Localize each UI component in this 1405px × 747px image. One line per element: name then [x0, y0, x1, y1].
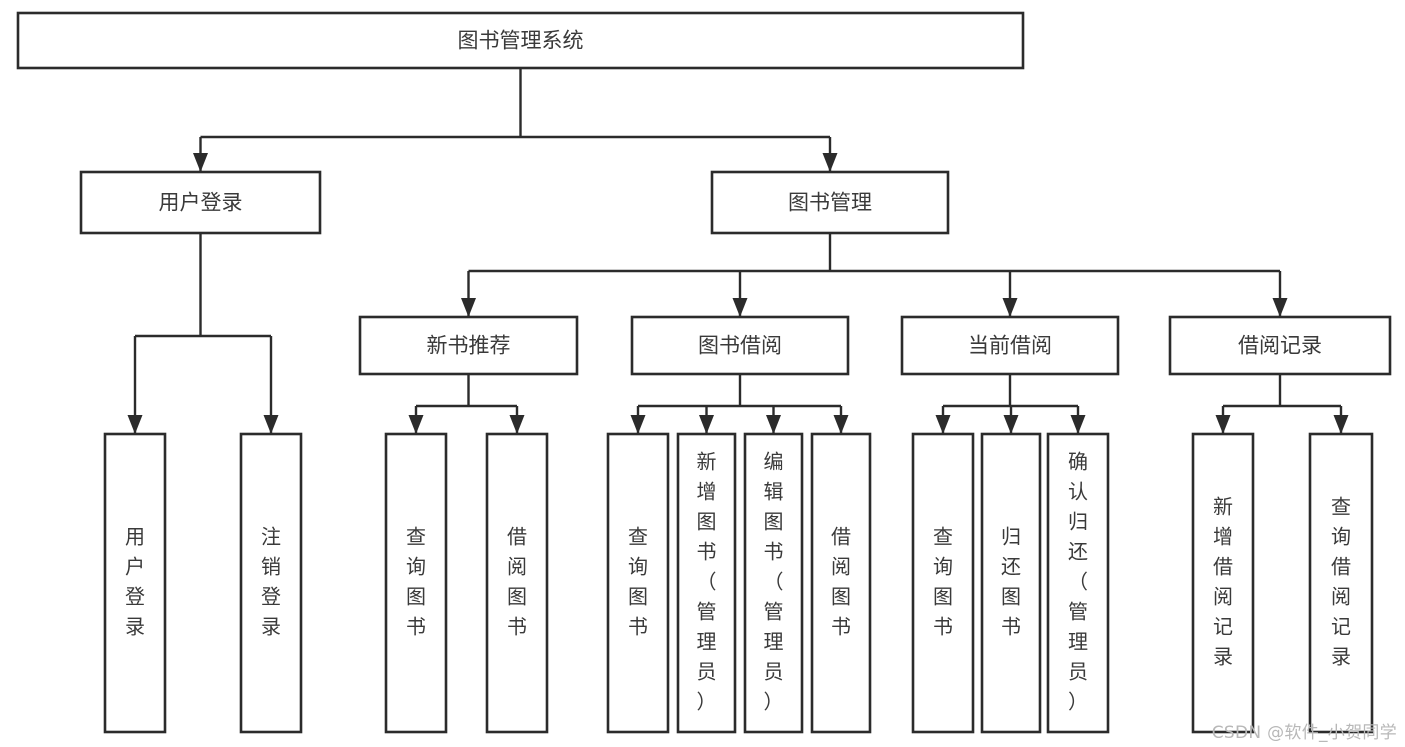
arrow-head-icon — [263, 415, 279, 434]
node-box-leaf-return-book[interactable] — [980, 432, 1042, 734]
arrow-head-icon — [1003, 415, 1019, 434]
node-current-borrow[interactable]: 当前借阅 — [900, 315, 1120, 376]
node-user-login[interactable]: 用户登录 — [79, 170, 322, 235]
node-box-leaf-query-book-3[interactable] — [911, 432, 975, 734]
node-box-leaf-confirm-return[interactable] — [1046, 432, 1110, 734]
node-leaf-query-book-3[interactable]: 查询图书 — [911, 432, 975, 734]
connector-current-borrow — [935, 374, 1086, 434]
node-label-leaf-query-book-1: 查询图书 — [406, 525, 426, 639]
node-label-leaf-user-logout: 注销登录 — [261, 525, 281, 639]
node-label-root: 图书管理系统 — [458, 29, 584, 53]
node-leaf-query-record[interactable]: 查询借阅记录 — [1308, 432, 1374, 734]
node-label-leaf-borrow-book-2: 借阅图书 — [831, 525, 851, 639]
arrow-head-icon — [127, 415, 143, 434]
node-label-book-borrow: 图书借阅 — [698, 334, 782, 358]
node-leaf-user-logout[interactable]: 注销登录 — [239, 432, 303, 734]
node-label-leaf-query-book-3: 查询图书 — [933, 525, 953, 639]
node-label-leaf-user-login: 用户登录 — [125, 525, 145, 639]
node-borrow-record[interactable]: 借阅记录 — [1168, 315, 1392, 376]
arrow-head-icon — [833, 415, 849, 434]
connector-user-login — [127, 233, 279, 434]
node-leaf-query-book-1[interactable]: 查询图书 — [384, 432, 448, 734]
node-leaf-return-book[interactable]: 归还图书 — [980, 432, 1042, 734]
node-box-current-borrow[interactable] — [900, 315, 1120, 376]
arrow-head-icon — [1272, 298, 1288, 317]
node-box-leaf-borrow-book-1[interactable] — [485, 432, 549, 734]
node-box-book-borrow[interactable] — [630, 315, 850, 376]
node-label-leaf-confirm-return: 确认归还（管理员） — [1068, 450, 1088, 714]
node-box-leaf-query-book-2[interactable] — [606, 432, 670, 734]
arrow-head-icon — [630, 415, 646, 434]
arrow-head-icon — [408, 415, 424, 434]
node-new-book-rec[interactable]: 新书推荐 — [358, 315, 579, 376]
node-leaf-user-login[interactable]: 用户登录 — [103, 432, 167, 734]
node-leaf-add-book[interactable]: 新增图书（管理员） — [676, 432, 737, 734]
node-box-leaf-borrow-book-2[interactable] — [810, 432, 872, 734]
node-label-user-login: 用户登录 — [159, 191, 243, 215]
node-leaf-confirm-return[interactable]: 确认归还（管理员） — [1046, 432, 1110, 734]
node-box-leaf-query-book-1[interactable] — [384, 432, 448, 734]
arrow-head-icon — [822, 153, 838, 172]
node-box-root[interactable] — [16, 11, 1025, 70]
arrow-head-icon — [461, 298, 476, 317]
arrow-head-icon — [1333, 415, 1349, 434]
arrow-head-icon — [1002, 298, 1018, 317]
connector-book-manage — [461, 233, 1288, 317]
node-box-leaf-add-record[interactable] — [1191, 432, 1255, 734]
arrow-head-icon — [766, 415, 781, 434]
connector-layer — [127, 68, 1349, 434]
node-box-leaf-user-login[interactable] — [103, 432, 167, 734]
node-label-leaf-borrow-book-1: 借阅图书 — [507, 525, 527, 639]
arrow-head-icon — [732, 298, 748, 317]
node-label-new-book-rec: 新书推荐 — [427, 334, 511, 358]
node-leaf-borrow-book-2[interactable]: 借阅图书 — [810, 432, 872, 734]
node-box-new-book-rec[interactable] — [358, 315, 579, 376]
node-label-leaf-edit-book: 编辑图书（管理员） — [764, 450, 784, 714]
arrow-head-icon — [193, 153, 208, 172]
node-book-manage[interactable]: 图书管理 — [710, 170, 950, 235]
node-label-leaf-add-record: 新增借阅记录 — [1213, 495, 1233, 669]
node-leaf-add-record[interactable]: 新增借阅记录 — [1191, 432, 1255, 734]
node-box-leaf-edit-book[interactable] — [743, 432, 804, 734]
connector-root — [193, 68, 838, 172]
node-layer: 图书管理系统用户登录图书管理新书推荐图书借阅当前借阅借阅记录用户登录注销登录查询… — [16, 11, 1392, 734]
connector-book-borrow — [630, 374, 849, 434]
arrow-head-icon — [699, 415, 714, 434]
connector-new-book-rec — [408, 374, 525, 434]
node-root[interactable]: 图书管理系统 — [16, 11, 1025, 70]
node-label-book-manage: 图书管理 — [788, 191, 872, 215]
node-leaf-query-book-2[interactable]: 查询图书 — [606, 432, 670, 734]
arrow-head-icon — [509, 415, 525, 434]
node-leaf-borrow-book-1[interactable]: 借阅图书 — [485, 432, 549, 734]
node-box-leaf-query-record[interactable] — [1308, 432, 1374, 734]
watermark-text: CSDN @软件_小贺同学 — [1211, 723, 1397, 743]
node-label-leaf-query-book-2: 查询图书 — [628, 525, 648, 639]
node-leaf-edit-book[interactable]: 编辑图书（管理员） — [743, 432, 804, 734]
connector-borrow-record — [1215, 374, 1349, 434]
node-label-leaf-add-book: 新增图书（管理员） — [697, 450, 717, 714]
node-box-borrow-record[interactable] — [1168, 315, 1392, 376]
node-book-borrow[interactable]: 图书借阅 — [630, 315, 850, 376]
node-label-current-borrow: 当前借阅 — [968, 334, 1052, 358]
node-label-leaf-query-record: 查询借阅记录 — [1331, 495, 1351, 669]
arrow-head-icon — [1070, 415, 1086, 434]
node-box-leaf-user-logout[interactable] — [239, 432, 303, 734]
node-label-leaf-return-book: 归还图书 — [1001, 525, 1021, 639]
node-box-leaf-add-book[interactable] — [676, 432, 737, 734]
arrow-head-icon — [935, 415, 951, 434]
node-label-borrow-record: 借阅记录 — [1238, 334, 1322, 358]
node-box-book-manage[interactable] — [710, 170, 950, 235]
arrow-head-icon — [1215, 415, 1231, 434]
node-box-user-login[interactable] — [79, 170, 322, 235]
